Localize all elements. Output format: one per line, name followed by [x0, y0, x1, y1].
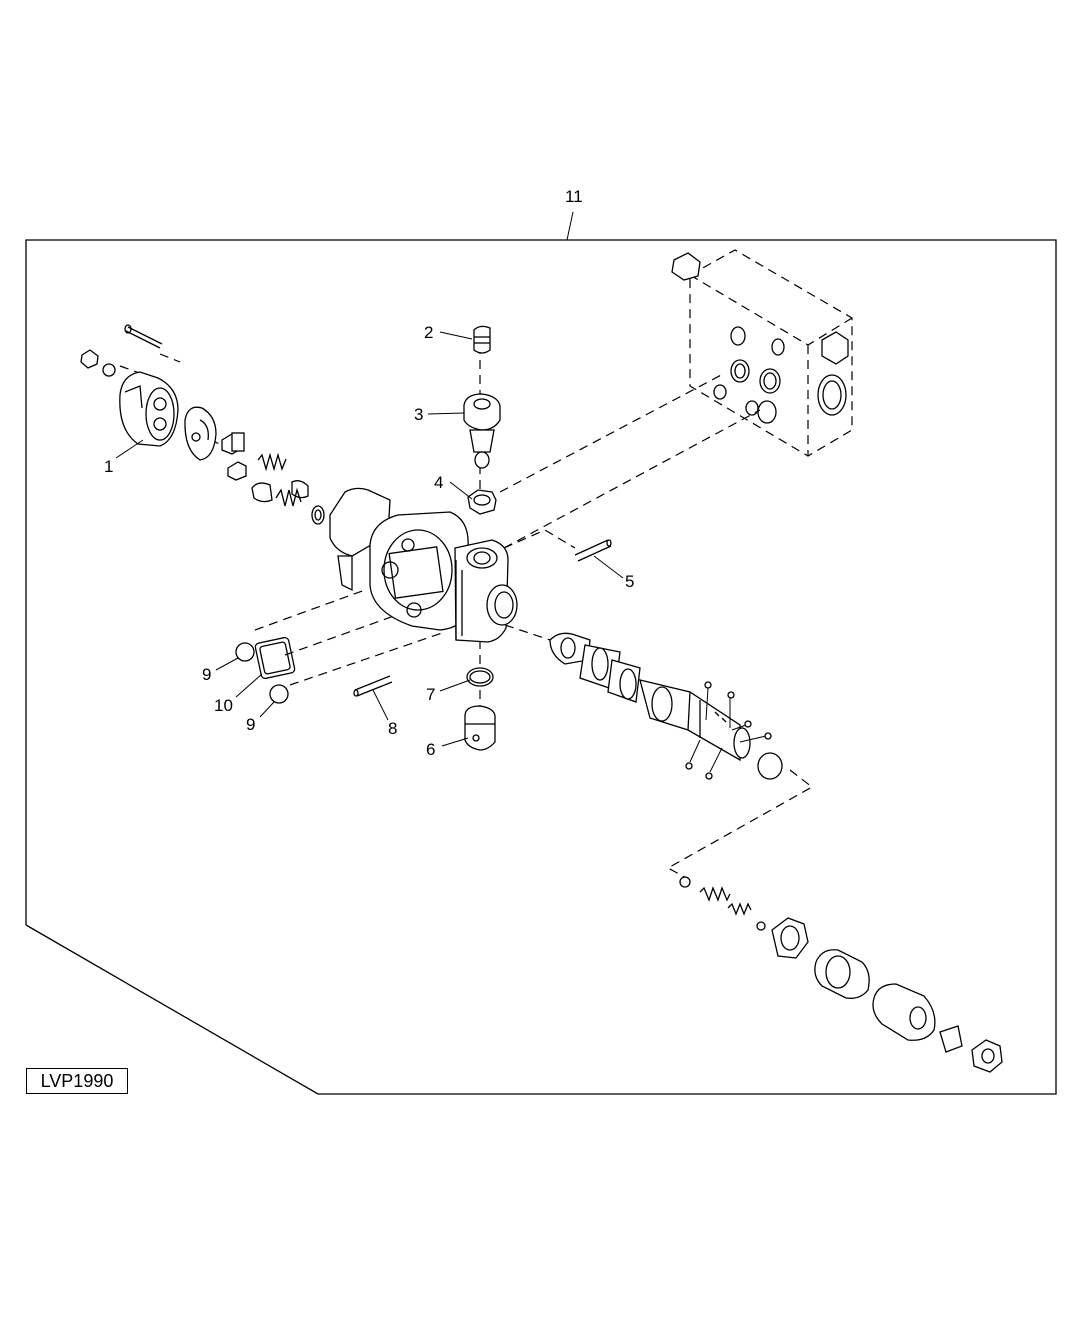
cover-assembly — [80, 324, 179, 447]
callout-1: 1 — [104, 457, 113, 476]
callout-6: 6 — [426, 740, 435, 759]
leader-10 — [235, 673, 263, 698]
mounting-block — [671, 249, 853, 457]
seal-item-7 — [466, 667, 494, 687]
callout-11: 11 — [565, 187, 583, 206]
leader-2 — [439, 331, 473, 340]
alignment-line — [666, 769, 814, 881]
callout-5: 5 — [625, 572, 634, 591]
assembly-boundary — [25, 239, 1057, 1095]
o-ring-spool — [757, 752, 783, 780]
leader-4 — [449, 481, 473, 500]
detent-assembly — [679, 876, 1003, 1073]
callout-3: 3 — [414, 405, 423, 424]
leader-8 — [372, 689, 389, 721]
fitting-item-3 — [463, 393, 501, 469]
reference-code-label: LVP1990 — [26, 1068, 128, 1094]
alignment-line — [159, 353, 181, 363]
callout-9-upper: 9 — [202, 665, 211, 684]
alignment-line — [284, 611, 406, 656]
o-ring-item-9-upper — [235, 642, 255, 662]
leader-5 — [593, 555, 624, 579]
leader-6 — [441, 737, 469, 747]
alignment-line — [503, 529, 576, 549]
leader-11 — [566, 211, 574, 241]
plug-item-6 — [464, 705, 496, 751]
alignment-line — [503, 409, 761, 549]
o-ring-item-9-lower — [269, 684, 289, 704]
alignment-line — [504, 624, 551, 641]
callout-7: 7 — [426, 685, 435, 704]
callout-9-lower: 9 — [246, 715, 255, 734]
alignment-line — [254, 589, 366, 631]
gasket-plate — [184, 406, 217, 461]
leader-1 — [115, 439, 144, 459]
nut-item-4 — [467, 489, 497, 515]
leader-7 — [439, 679, 471, 692]
callout-8: 8 — [388, 719, 397, 738]
leader-9b — [259, 701, 275, 718]
callout-2: 2 — [424, 323, 433, 342]
plug-item-2 — [473, 325, 491, 354]
spring-poppet-set — [221, 432, 325, 525]
spool-assembly — [549, 632, 751, 762]
pin-item-8 — [353, 675, 393, 697]
detent-balls — [685, 681, 772, 780]
callout-4: 4 — [434, 473, 443, 492]
valve-body — [329, 487, 518, 643]
leader-9a — [215, 657, 239, 671]
alignment-line — [289, 631, 446, 686]
callout-10: 10 — [214, 696, 233, 715]
leader-3 — [427, 412, 465, 415]
alignment-line — [499, 372, 726, 493]
pin-item-5 — [574, 539, 612, 562]
gasket-item-10 — [254, 636, 296, 680]
